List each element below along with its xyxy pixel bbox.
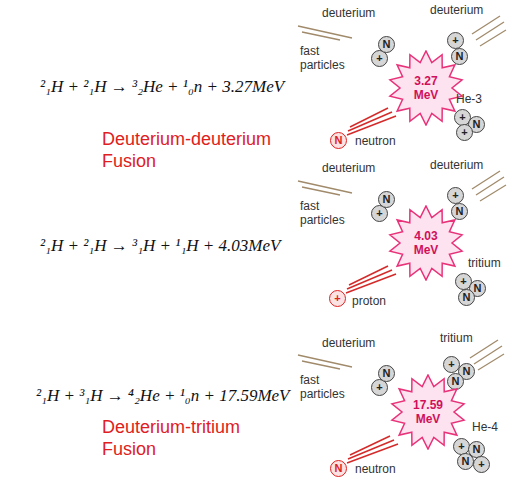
particle-symbol: N [383,368,391,379]
particle-label: deuterium [322,161,375,175]
particle-symbol: + [376,53,382,64]
emitted-particle: N [330,460,347,477]
energy-value: 3.27 MeV [406,74,446,102]
nucleon-circle: + [473,456,490,473]
nucleon-circle: N [451,48,468,65]
particle-symbol: + [459,112,465,123]
particle-symbol: + [460,276,466,287]
particle-symbol: N [456,51,464,62]
energy-burst: 4.03 MeV [388,205,464,281]
particle-label: tritium [468,256,501,270]
particle-symbol: + [452,190,458,201]
particle-label: fast particles [300,44,352,72]
reaction-equation: ²₁H + ³₁H → ⁴₂He + ¹₀n + 17.59MeV [36,386,289,406]
particle-symbol: N [473,444,481,455]
reaction-equation: ²₁H + ²₁H → ³₂He + ¹₀n + 3.27MeV [40,77,284,97]
particle-symbol: N [463,292,471,303]
nucleon-circle: N [458,289,475,306]
particle-label: tritium [440,331,473,345]
particle-symbol: N [462,456,470,467]
particle-label: deuterium [322,6,375,20]
burst-shape [390,206,462,280]
emitted-particle: N [330,132,347,149]
particle-label: fast particles [300,373,352,401]
particle-symbol: + [452,35,458,46]
particle-symbol: N [383,194,391,205]
particle-symbol: + [376,382,382,393]
particle-label: fast particles [300,199,352,227]
particle-label: deuterium [322,336,375,350]
burst-shape [392,375,464,449]
nucleon-circle: N [378,36,395,53]
particle-symbol: + [334,293,340,304]
burst-shape [390,51,462,125]
nucleon-circle: + [447,187,464,204]
particle-label: He-3 [456,92,482,106]
particle-symbol: N [463,366,471,377]
nucleon-circle: N [451,203,468,220]
particle-label: neutron [355,134,396,148]
nucleon-circle: + [447,32,464,49]
emitted-particle: + [329,290,346,307]
nucleon-circle: + [456,124,473,141]
reaction-title: Deuterium-tritium Fusion [102,416,292,460]
reaction-title: Deuterium-deuterium Fusion [102,128,292,172]
particle-symbol: N [335,135,343,146]
fast-particle-lines [298,16,506,370]
nucleon-circle: N [378,365,395,382]
particle-symbol: + [458,441,464,452]
particle-symbol: + [376,208,382,219]
nucleon-circle: N [378,191,395,208]
particle-symbol: + [478,459,484,470]
particle-label: deuterium [430,3,483,17]
energy-burst: 17.59 MeV [390,374,466,450]
particle-symbol: N [335,463,343,474]
reaction-equation: ²₁H + ²₁H → ³₁H + ¹₁H + 4.03MeV [40,236,280,256]
nucleon-circle: N [457,453,474,470]
particle-symbol: N [452,376,460,387]
particle-label: He-4 [472,420,498,434]
particle-symbol: N [383,39,391,50]
particle-symbol: N [456,206,464,217]
particle-symbol: + [461,127,467,138]
nucleon-circle: N [447,373,464,390]
particle-label: deuterium [430,158,483,172]
energy-value: 4.03 MeV [406,229,446,257]
particle-symbol: N [474,283,482,294]
particle-label: neutron [355,462,396,476]
energy-value: 17.59 MeV [408,398,448,426]
particle-symbol: + [448,359,454,370]
particle-label: proton [352,294,386,308]
energy-burst: 3.27 MeV [388,50,464,126]
particle-symbol: N [473,119,481,130]
